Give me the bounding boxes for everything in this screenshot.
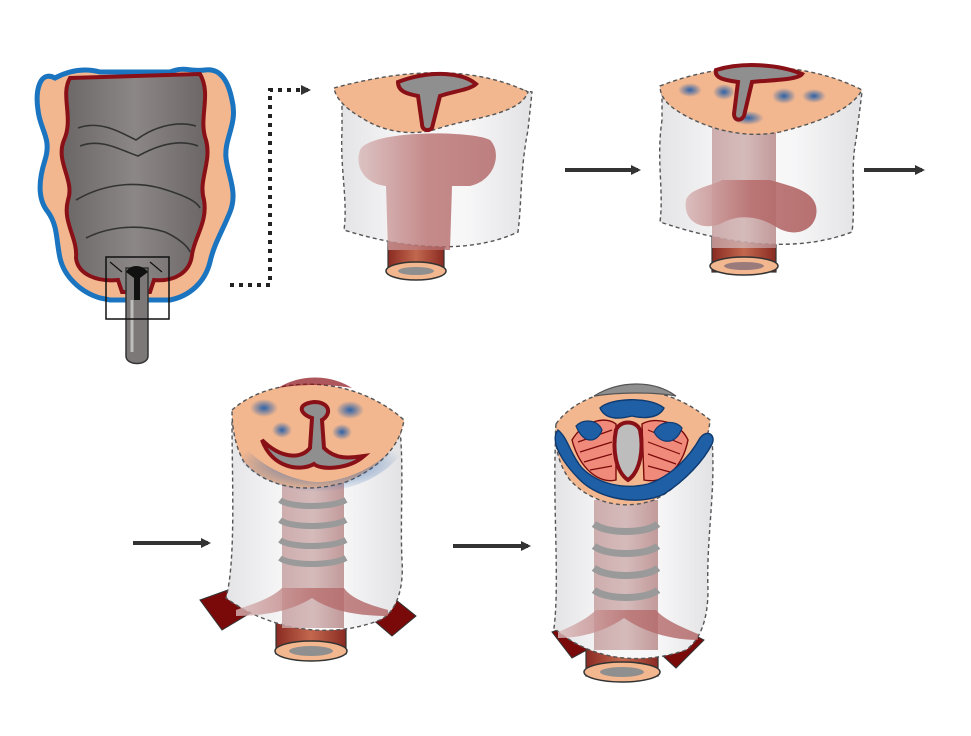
- tracheal-ring-3: [278, 537, 348, 549]
- tracheal-ring-4: [591, 587, 661, 601]
- laryngotracheal-groove: [395, 72, 479, 133]
- selection-box: [105, 256, 170, 320]
- arch-fold-1: [77, 123, 197, 141]
- embryo-overview: [34, 66, 236, 365]
- tube-lumen: [398, 267, 434, 275]
- tube-lumen: [724, 262, 764, 270]
- tracheal-ring-2: [591, 543, 661, 557]
- mesenchyme-mass: [358, 133, 496, 250]
- arch-fold-3: [75, 183, 201, 209]
- tracheal-ring-2: [278, 517, 348, 529]
- stage-3: [199, 377, 417, 662]
- tracheal-ring-4: [278, 555, 348, 567]
- arytenoid-cartilage: [599, 399, 665, 419]
- thyroid-cartilage: [554, 429, 714, 501]
- dotted-connector-arrow: [230, 85, 311, 287]
- pharyngeal-edge: [59, 71, 210, 294]
- stage-4: [551, 383, 714, 683]
- arytenoid-left: [250, 399, 278, 417]
- cuneiform-right: [332, 424, 352, 440]
- arytenoid-right: [336, 401, 364, 419]
- glottis: [612, 420, 644, 483]
- arch-swelling-right: [772, 88, 796, 104]
- arch-swelling-left: [678, 83, 702, 97]
- stage-2: [658, 63, 863, 276]
- lung-buds: [685, 180, 817, 233]
- laryngeal-inlet: [713, 63, 806, 122]
- box-diagonal-1: [109, 261, 123, 273]
- laryngotracheal-groove: [126, 266, 148, 300]
- arch-swelling-far-right: [802, 89, 826, 103]
- epiglottis: [593, 383, 677, 397]
- bronchial-branch: [558, 610, 698, 640]
- arch-fold-4: [85, 226, 191, 253]
- cuneiform-right: [653, 421, 683, 442]
- box-diagonal-2: [149, 261, 163, 273]
- hypobranchial-band: [236, 436, 404, 492]
- tracheal-ring-1: [278, 497, 348, 509]
- arch-fold-2: [79, 142, 199, 157]
- cuneiform-left: [272, 422, 292, 438]
- cuneiform-left: [575, 420, 603, 441]
- bronchial-branch: [236, 588, 388, 616]
- stage-1: [333, 72, 533, 281]
- laryngeal-inlet: [260, 399, 371, 470]
- epiglottic-swelling: [278, 377, 352, 388]
- arch-swelling-mid: [713, 84, 735, 100]
- tube-lumen: [600, 667, 644, 677]
- tracheal-ring-3: [591, 565, 661, 579]
- tracheal-ring-1: [591, 521, 661, 535]
- tube-lumen: [289, 646, 333, 656]
- pharyngeal-floor: [659, 66, 863, 136]
